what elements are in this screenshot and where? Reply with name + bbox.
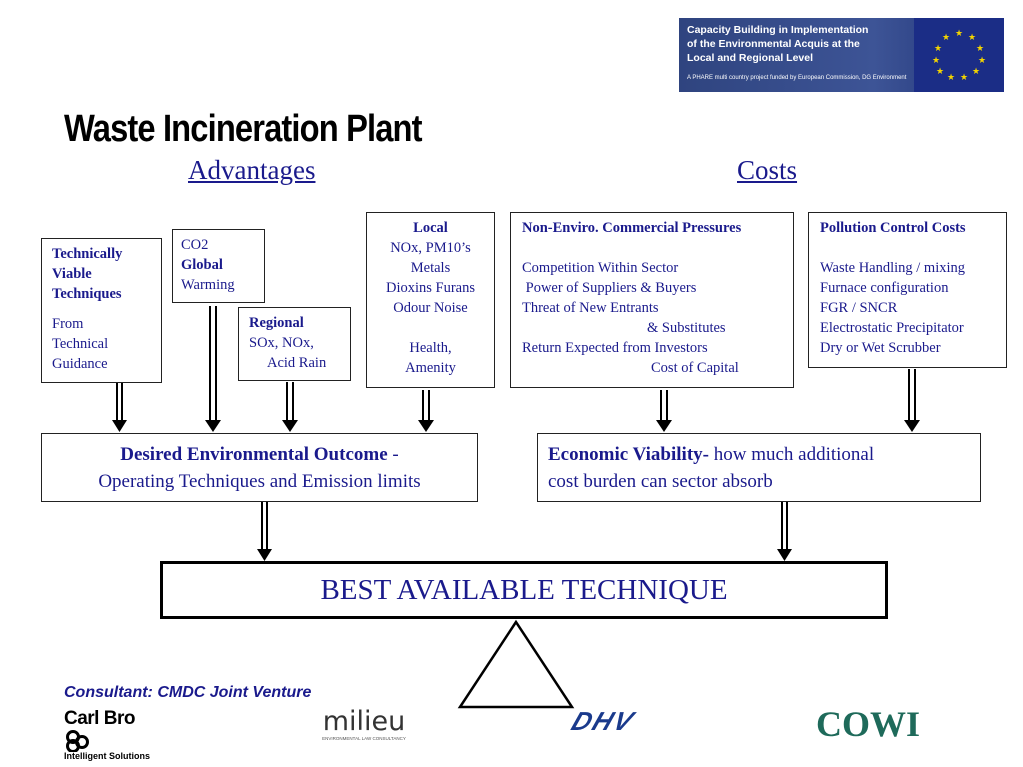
banner-title: Capacity Building in Implementation of t… xyxy=(687,23,917,65)
regional-line-1: Regional xyxy=(249,315,304,331)
economic-viability-box: Economic Viability- how much additional … xyxy=(537,433,981,502)
svg-text:★: ★ xyxy=(976,44,984,54)
project-banner: Capacity Building in Implementation of t… xyxy=(679,18,1004,92)
svg-text:★: ★ xyxy=(960,73,968,83)
pollution-line-3: FGR / SNCR xyxy=(820,300,898,316)
economic-bold: Economic Viability- xyxy=(548,444,709,465)
carl-bro-logo-subtitle: Intelligent Solutions xyxy=(64,751,150,761)
svg-text:★: ★ xyxy=(955,29,963,39)
commercial-line-2: Power of Suppliers & Buyers xyxy=(522,280,697,296)
pollution-title: Pollution Control Costs xyxy=(820,220,966,236)
technically-line-2: Viable xyxy=(52,266,92,282)
banner-line-1: Capacity Building in Implementation xyxy=(687,24,869,36)
dhv-logo-text: DHV xyxy=(567,706,640,736)
carl-bro-rings-icon xyxy=(66,730,89,753)
milieu-logo-subtitle: ENVIRONMENTAL LAW CONSULTANCY xyxy=(322,736,406,741)
outcome-bold: Desired Environmental Outcome xyxy=(120,444,388,465)
dhv-logo: DHV xyxy=(568,706,678,736)
eu-flag-icon: ★★★ ★★★ ★★★ ★★ xyxy=(914,18,1004,92)
pollution-line-4: Electrostatic Precipitator xyxy=(820,320,964,336)
fulcrum-triangle xyxy=(457,619,575,709)
desired-outcome-box: Desired Environmental Outcome - Operatin… xyxy=(41,433,478,502)
local-line-2: NOx, PM10’s xyxy=(390,240,471,256)
banner-line-3: Local and Regional Level xyxy=(687,52,814,64)
local-line-4: Dioxins Furans xyxy=(385,280,476,296)
technically-line-5: Technical xyxy=(52,336,109,352)
technically-viable-box: Technically Viable Techniques From Techn… xyxy=(41,238,162,383)
commercial-line-5: Return Expected from Investors xyxy=(522,340,708,356)
local-line-1: Local xyxy=(413,220,448,236)
page-title: Waste Incineration Plant xyxy=(64,108,423,150)
technically-line-4: From xyxy=(52,316,84,332)
banner-subtitle: A PHARE multi country project funded by … xyxy=(687,75,907,81)
consultant-label: Consultant: CMDC Joint Venture xyxy=(64,684,312,701)
svg-text:★: ★ xyxy=(936,67,944,77)
svg-text:★: ★ xyxy=(978,56,986,66)
svg-text:★: ★ xyxy=(968,33,976,43)
best-available-technique-box: BEST AVAILABLE TECHNIQUE xyxy=(160,561,888,619)
local-box: Local NOx, PM10’s Metals Dioxins Furans … xyxy=(366,212,495,388)
svg-text:★: ★ xyxy=(972,67,980,77)
carl-bro-logo-text: Carl Bro xyxy=(64,708,135,729)
pollution-line-5: Dry or Wet Scrubber xyxy=(820,340,941,356)
local-line-5: Odour Noise xyxy=(393,300,468,316)
commercial-line-4: & Substitutes xyxy=(647,320,726,336)
milieu-logo: milieu ENVIRONMENTAL LAW CONSULTANCY xyxy=(318,708,410,748)
local-line-7: Amenity xyxy=(405,360,456,376)
regional-box: Regional SOx, NOx, Acid Rain xyxy=(238,307,351,381)
pollution-control-box: Pollution Control Costs Waste Handling /… xyxy=(808,212,1007,368)
co2-line-2: Global xyxy=(181,257,223,273)
commercial-line-1: Competition Within Sector xyxy=(522,260,679,276)
commercial-line-3: Threat of New Entrants xyxy=(522,300,659,316)
regional-line-3: Acid Rain xyxy=(267,355,327,371)
co2-line-3: Warming xyxy=(181,277,235,293)
commercial-pressures-box: Non-Enviro. Commercial Pressures Competi… xyxy=(510,212,794,388)
regional-line-2: SOx, NOx, xyxy=(249,335,314,351)
co2-line-1: CO2 xyxy=(181,237,209,253)
economic-line-2: cost burden can sector absorb xyxy=(548,471,773,492)
local-line-6: Health, xyxy=(409,340,452,356)
svg-text:★: ★ xyxy=(942,33,950,43)
svg-text:★: ★ xyxy=(932,56,940,66)
technically-line-1: Technically xyxy=(52,246,123,262)
svg-text:★: ★ xyxy=(947,73,955,83)
technically-line-3: Techniques xyxy=(52,286,122,302)
commercial-line-6: Cost of Capital xyxy=(651,360,739,376)
technically-line-6: Guidance xyxy=(52,356,108,372)
pollution-line-1: Waste Handling / mixing xyxy=(820,260,966,276)
local-line-3: Metals xyxy=(410,260,451,276)
cowi-logo-text: COWI xyxy=(816,704,921,744)
co2-global-warming-box: CO2 Global Warming xyxy=(172,229,265,303)
advantages-heading: Advantages xyxy=(188,155,316,185)
pollution-line-2: Furnace configuration xyxy=(820,280,949,296)
outcome-dash: - xyxy=(387,444,399,465)
commercial-title: Non-Enviro. Commercial Pressures xyxy=(522,220,742,236)
cowi-logo: COWI xyxy=(816,705,926,745)
svg-text:★: ★ xyxy=(934,44,942,54)
carl-bro-logo: Carl Bro Intelligent Solutions xyxy=(64,708,164,761)
banner-line-2: of the Environmental Acquis at the xyxy=(687,38,860,50)
outcome-line-2: Operating Techniques and Emission limits xyxy=(98,471,421,492)
costs-heading: Costs xyxy=(737,155,798,185)
economic-rest: how much additional xyxy=(708,444,875,465)
milieu-logo-text: milieu xyxy=(322,706,406,737)
